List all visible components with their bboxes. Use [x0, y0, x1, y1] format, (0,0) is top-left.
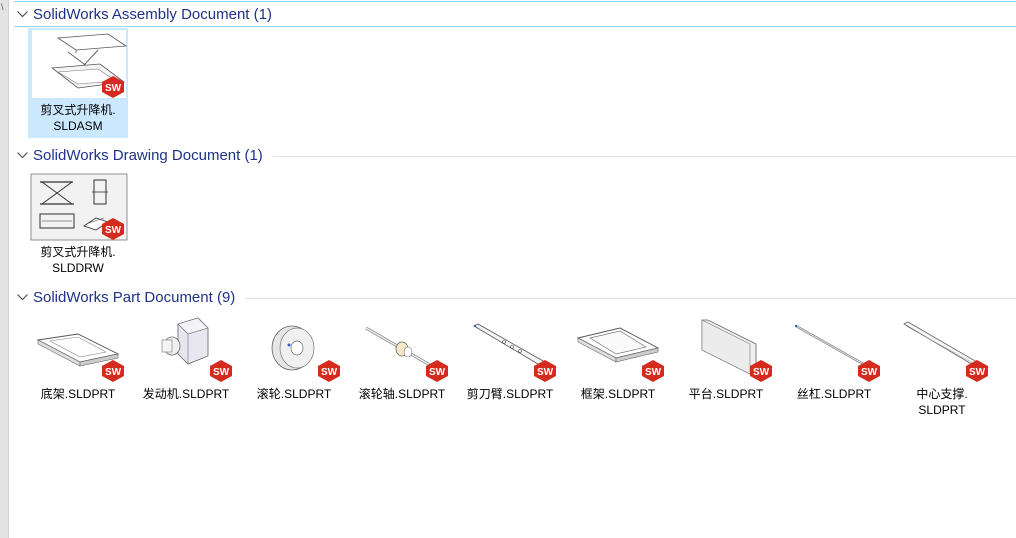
solidworks-badge-icon: SW	[534, 360, 556, 382]
solidworks-badge-icon: SW	[750, 360, 772, 382]
solidworks-badge-icon: SW	[318, 360, 340, 382]
file-name: 丝杠.SLDPRT	[796, 387, 872, 401]
file-tile-part[interactable]: SW 底架.SLDPRT	[28, 312, 128, 404]
file-tile-part[interactable]: SW 中心支撑. SLDPRT	[892, 312, 992, 420]
file-name: 剪叉式升降机.	[40, 245, 116, 259]
solidworks-badge-icon: SW	[210, 360, 232, 382]
file-tile-part[interactable]: SW 发动机.SLDPRT	[136, 312, 236, 404]
file-extension: SLDPRT	[918, 403, 966, 417]
svg-text:SW: SW	[105, 225, 122, 236]
file-tile-part[interactable]: SW 剪刀臂.SLDPRT	[460, 312, 560, 404]
svg-text:SW: SW	[429, 367, 446, 378]
file-name: 滚轮.SLDPRT	[256, 387, 332, 401]
svg-text:SW: SW	[861, 367, 878, 378]
platform-thumbnail: SW	[676, 312, 776, 384]
svg-text:SW: SW	[645, 367, 662, 378]
solidworks-badge-icon: SW	[858, 360, 880, 382]
file-extension: SLDASM	[53, 119, 103, 133]
file-tile-part[interactable]: SW 滚轮.SLDPRT	[244, 312, 344, 404]
file-extension: SLDDRW	[52, 261, 104, 275]
solidworks-badge-icon: SW	[102, 76, 124, 98]
svg-text:SW: SW	[105, 367, 122, 378]
solidworks-badge-icon: SW	[966, 360, 988, 382]
svg-text:SW: SW	[537, 367, 554, 378]
file-name: 框架.SLDPRT	[580, 387, 656, 401]
group-divider	[245, 297, 1016, 299]
solidworks-badge-icon: SW	[642, 360, 664, 382]
file-tile-part[interactable]: SW 框架.SLDPRT	[568, 312, 668, 404]
svg-text:SW: SW	[753, 367, 770, 378]
chevron-down-icon[interactable]	[14, 285, 30, 309]
scissor-lift-assembly-thumbnail: SW	[28, 28, 128, 100]
corner-mark-icon: \	[1, 2, 4, 12]
base-frame-thumbnail: SW	[28, 312, 128, 384]
svg-text:SW: SW	[213, 367, 230, 378]
group-divider	[282, 15, 1016, 16]
file-name: 滚轮轴.SLDPRT	[358, 387, 446, 401]
file-tile-part[interactable]: SW 平台.SLDPRT	[676, 312, 776, 404]
center-support-thumbnail: SW	[892, 312, 992, 384]
solidworks-badge-icon: SW	[426, 360, 448, 382]
svg-text:SW: SW	[969, 367, 986, 378]
roller-shaft-thumbnail: SW	[352, 312, 452, 384]
group-divider	[272, 155, 1016, 157]
group-header-assembly[interactable]: SolidWorks Assembly Document (1)	[14, 1, 1016, 27]
file-tile-assembly[interactable]: SW 剪叉式升降机. SLDASM	[28, 28, 128, 138]
file-tile-part[interactable]: SW 丝杠.SLDPRT	[784, 312, 884, 404]
chevron-down-icon[interactable]	[14, 2, 30, 26]
file-name: 中心支撑.	[916, 387, 968, 401]
group-title: SolidWorks Assembly Document (1)	[33, 5, 272, 23]
lead-screw-thumbnail: SW	[784, 312, 884, 384]
solidworks-badge-icon: SW	[102, 218, 124, 240]
frame-thumbnail: SW	[568, 312, 668, 384]
drawing-sheet-thumbnail: SW	[28, 170, 128, 242]
group-header-part[interactable]: SolidWorks Part Document (9)	[14, 285, 1016, 309]
group-header-drawing[interactable]: SolidWorks Drawing Document (1)	[14, 143, 1016, 167]
svg-text:SW: SW	[105, 83, 122, 94]
svg-text:SW: SW	[321, 367, 338, 378]
solidworks-badge-icon: SW	[102, 360, 124, 382]
file-name: 剪叉式升降机.	[40, 103, 116, 117]
roller-thumbnail: SW	[244, 312, 344, 384]
file-tile-part[interactable]: SW 滚轮轴.SLDPRT	[352, 312, 452, 404]
group-title: SolidWorks Drawing Document (1)	[33, 146, 263, 164]
left-pane-edge[interactable]: \	[0, 0, 9, 538]
file-name: 底架.SLDPRT	[40, 387, 116, 401]
group-title: SolidWorks Part Document (9)	[33, 288, 236, 306]
chevron-down-icon[interactable]	[14, 143, 30, 167]
file-tile-drawing[interactable]: SW 剪叉式升降机. SLDDRW	[28, 170, 128, 280]
scissor-arm-thumbnail: SW	[460, 312, 560, 384]
file-name: 平台.SLDPRT	[688, 387, 764, 401]
motor-thumbnail: SW	[136, 312, 236, 384]
file-name: 剪刀臂.SLDPRT	[466, 387, 554, 401]
file-name: 发动机.SLDPRT	[142, 387, 230, 401]
